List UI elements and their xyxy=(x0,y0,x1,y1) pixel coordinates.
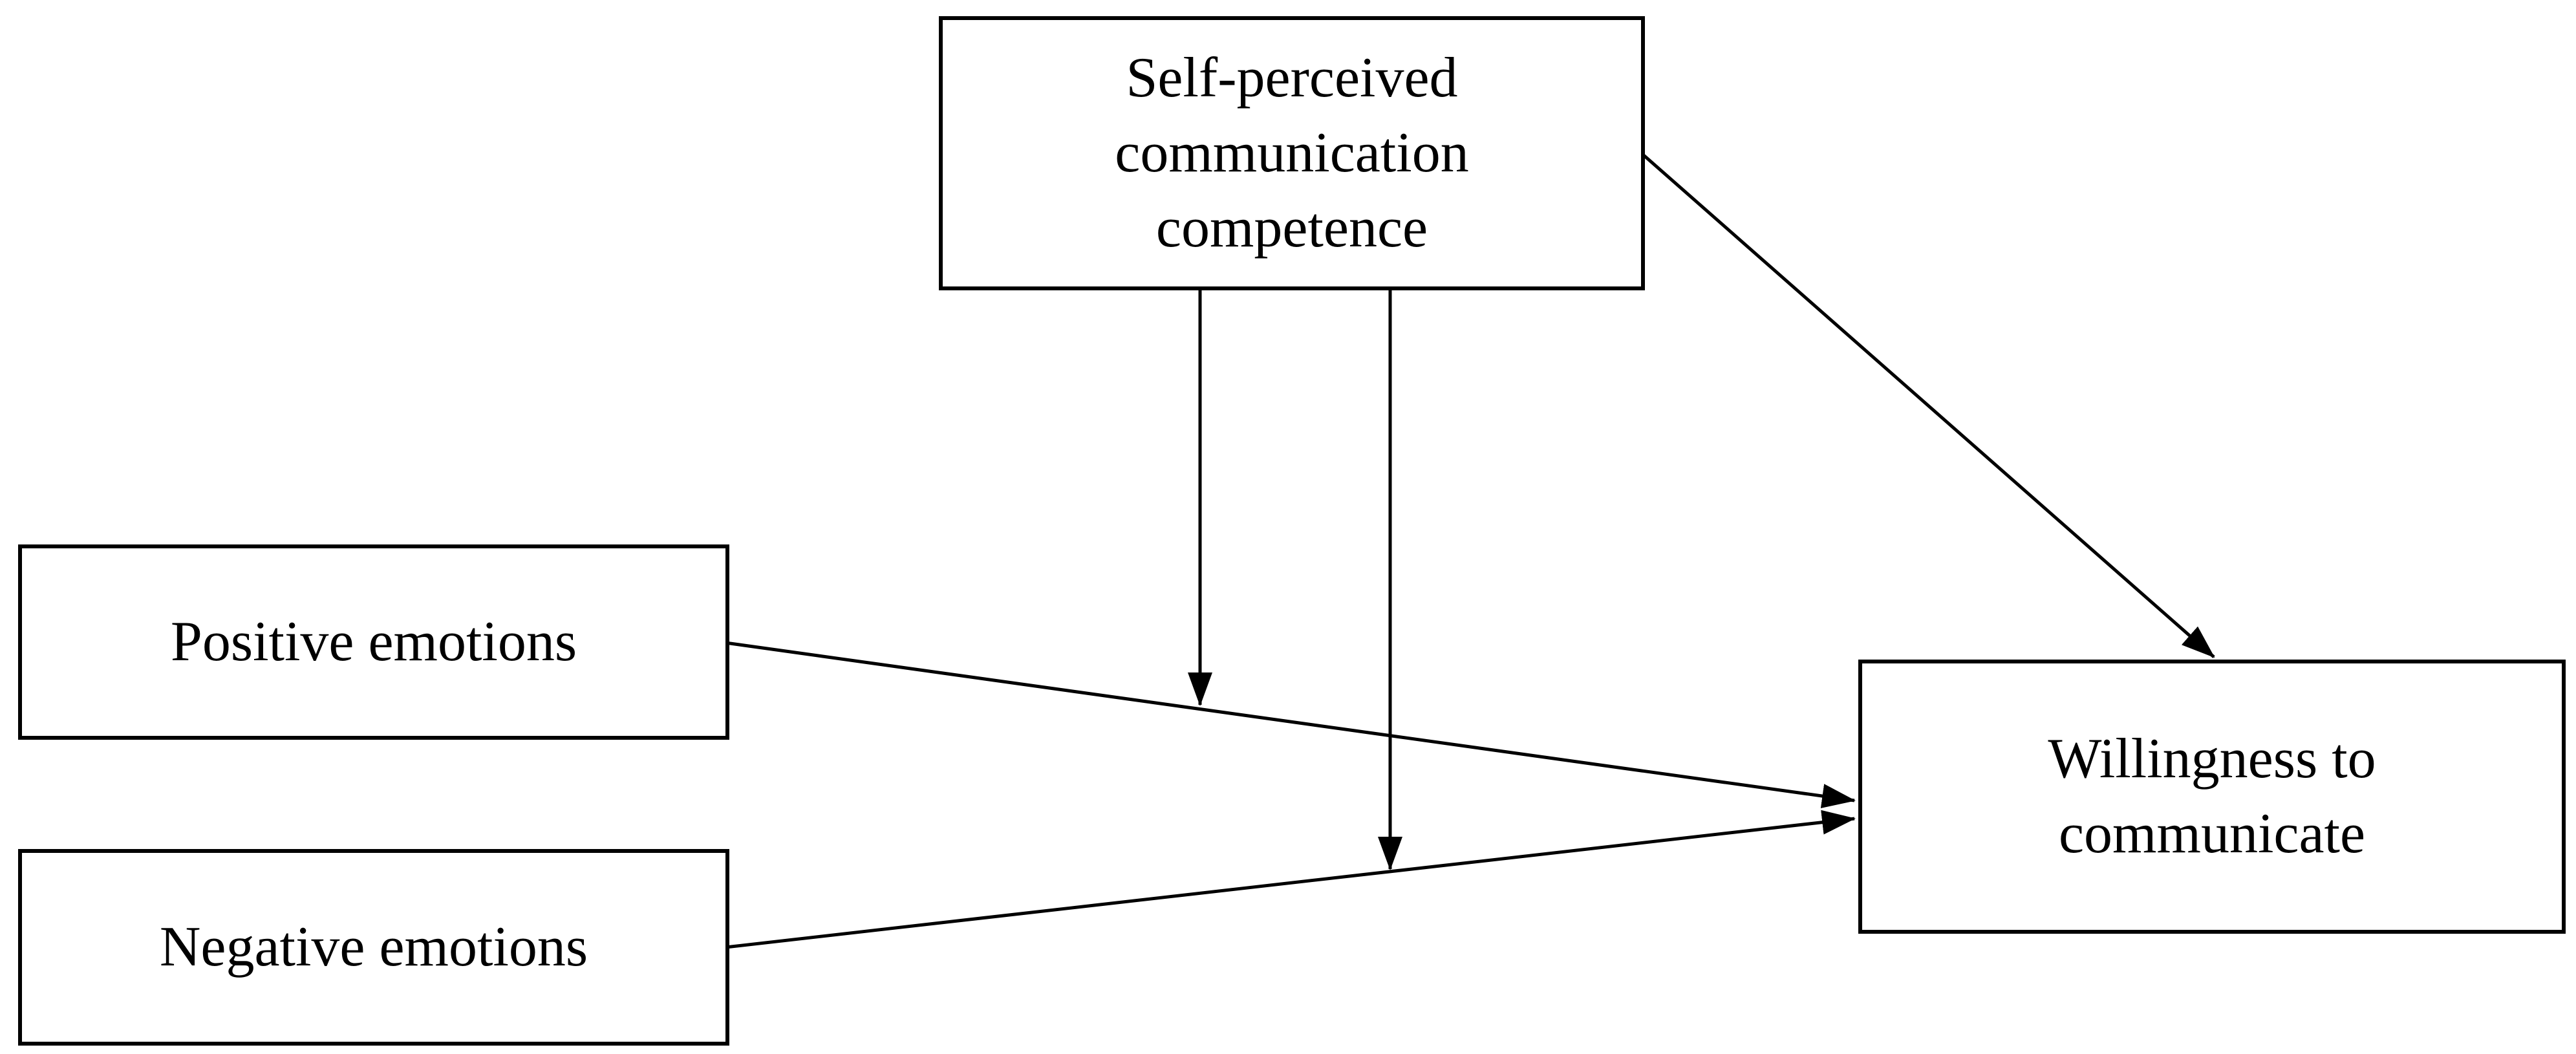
edge-spcc-to-wtc-arrow xyxy=(1642,154,2215,658)
node-negative-emotions-label: Negative emotions xyxy=(159,915,588,978)
node-wtc-label-line2: communicate xyxy=(2058,802,2366,865)
node-spcc-label-line1: Self-perceived xyxy=(1126,46,1458,109)
node-spcc-label-line2: communication xyxy=(1115,121,1469,184)
edge-positive-to-wtc-arrow xyxy=(725,641,1856,808)
node-negative-emotions: Negative emotions xyxy=(18,849,729,1046)
node-spcc-label-line3: competence xyxy=(1155,197,1428,260)
node-wtc-label-line1: Willingness to xyxy=(2048,727,2376,790)
node-self-perceived-communication-competence: Self-perceived communication competence xyxy=(939,16,1645,290)
node-willingness-to-communicate: Willingness to communicate xyxy=(1858,660,2566,934)
node-positive-emotions: Positive emotions xyxy=(18,544,729,740)
node-positive-emotions-label: Positive emotions xyxy=(170,610,577,673)
edge-negative-to-wtc-arrow xyxy=(725,810,1856,949)
